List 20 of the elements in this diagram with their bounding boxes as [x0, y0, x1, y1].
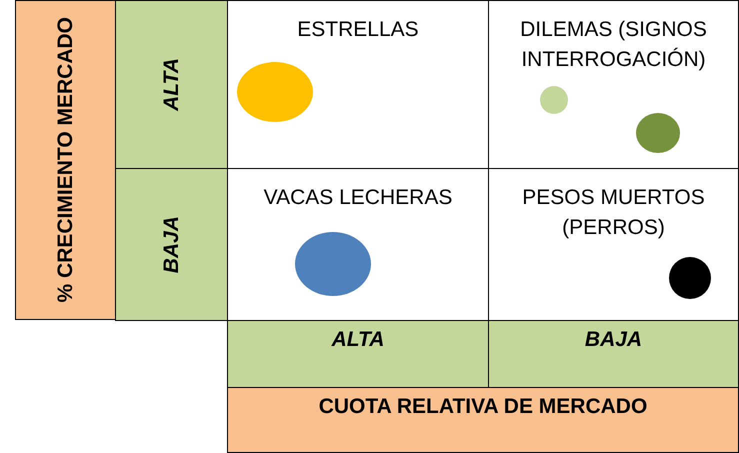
axis-title-band: [227, 387, 739, 453]
quadrant-title: VACAS LECHERAS: [264, 185, 452, 211]
quadrant-title: ESTRELLAS: [297, 17, 419, 43]
axis-title-band: [15, 0, 116, 320]
column-header: [227, 320, 489, 388]
bubble-marker: [540, 86, 568, 114]
row-label: ALTA: [158, 58, 184, 111]
row-header: [115, 0, 228, 169]
bubble-marker: [669, 257, 711, 299]
axis-title: CUOTA RELATIVA DE MERCADO: [318, 394, 648, 420]
column-label: BAJA: [584, 327, 642, 353]
quadrant-cell: [488, 0, 739, 169]
row-label: BAJA: [158, 216, 184, 274]
quadrant-title: PESOS MUERTOS (PERROS): [521, 185, 706, 241]
axis-title: % CRECIMIENTO MERCADO: [52, 17, 78, 303]
column-label: ALTA: [332, 327, 384, 353]
bubble-marker: [636, 113, 680, 153]
column-header: [488, 320, 739, 388]
row-header: [115, 168, 228, 321]
quadrant-title: DILEMAS (SIGNOS INTERROGACIÓN): [519, 17, 708, 73]
